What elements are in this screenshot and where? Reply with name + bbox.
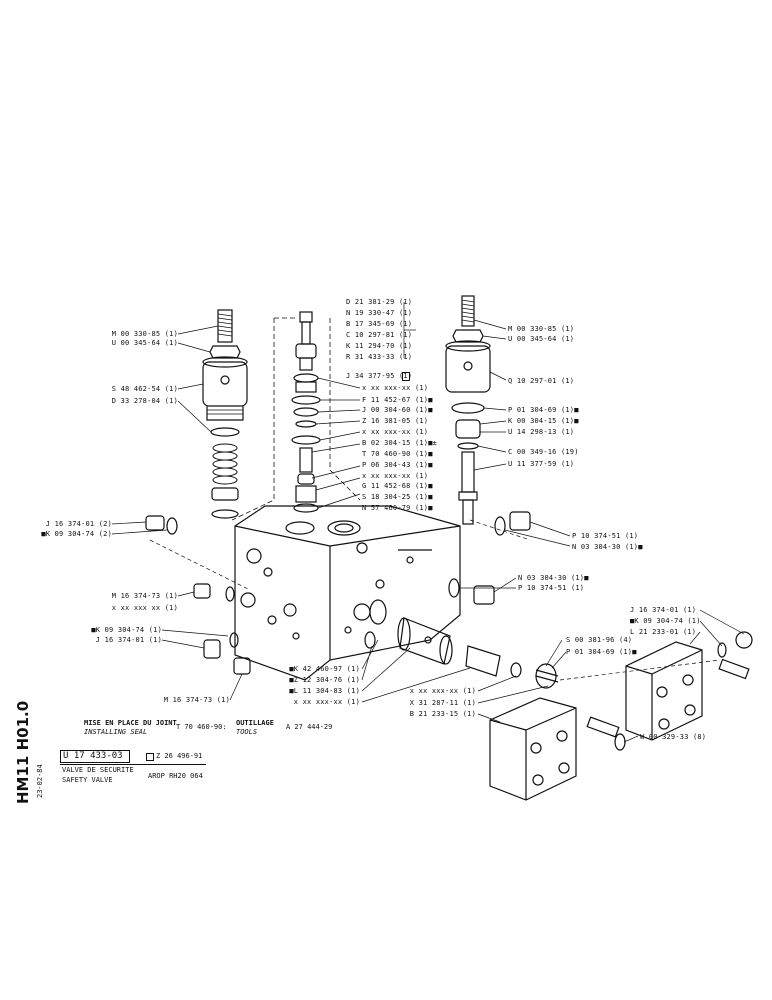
- label-part-k00: K 00 304-15 (1)■: [508, 417, 579, 425]
- label-part-c10: C 10 297-81 (1): [346, 331, 413, 339]
- label-part-n03-b: N 03 304-30 (1)■: [518, 574, 589, 582]
- label-part-p01-lower: P 01 304-69 (1)■: [566, 648, 637, 656]
- install-seal-ref: T 70 460-90:: [176, 723, 227, 731]
- label-part-u00: U 00 345-64 (1): [111, 339, 178, 347]
- doc-code: HM11 H01.0: [14, 700, 32, 804]
- label-part-s18: S 18 304-25 (1)■: [362, 493, 433, 501]
- label-part-n03-a: N 03 304-30 (1)■: [572, 543, 643, 551]
- label-part-xx-3: x xx xxx-xx (1): [362, 472, 429, 480]
- vertical-doc-code: HM11 H01.0: [14, 701, 34, 804]
- right-valve-assembly: [445, 295, 491, 525]
- label-part-k09-right: ■K 09 304-74 (1): [630, 617, 701, 625]
- label-part-xx-lower-2: x xx xxx-xx (1): [409, 687, 476, 695]
- label-part-m16-b: M 16 374-73 (1): [163, 696, 230, 704]
- dash-axis-lines: [149, 519, 721, 681]
- label-part-g11: G 11 452-68 (1)■: [362, 482, 433, 490]
- label-part-p01: P 01 304-69 (1)■: [508, 406, 579, 414]
- label-part-s00: S 00 381-96 (4): [566, 636, 633, 644]
- label-part-l11: ■L 11 304-83 (1): [289, 687, 360, 695]
- label-part-p06: P 06 304-43 (1)■: [362, 461, 433, 469]
- label-part-u11: U 11 377-59 (1): [508, 460, 575, 468]
- label-part-s48: S 48 462-54 (1): [111, 385, 178, 393]
- label-part-xx-1: x xx xxx-xx (1): [362, 384, 429, 392]
- tools-fr: OUTILLAGE: [236, 719, 274, 727]
- label-part-w00: W 00 329-33 (8): [640, 733, 707, 741]
- label-part-l21: L 21 233-01 (1): [630, 628, 697, 636]
- left-valve-assembly: [202, 309, 248, 519]
- install-seal-fr: MISE EN PLACE DU JOINT: [84, 719, 177, 727]
- label-part-k42: ■K 42 460-97 (1): [289, 665, 360, 673]
- label-part-n57: N 57 460-79 (1)■: [362, 504, 433, 512]
- label-part-z12: ■Z 12 304-76 (1): [289, 676, 360, 684]
- label-part-f11: F 11 452-67 (1)■: [362, 396, 433, 404]
- label-part-n19: N 19 330-47 (1): [346, 309, 413, 317]
- label-part-u00-right: U 00 345-64 (1): [508, 335, 575, 343]
- label-part-p10-a: P 10 374-51 (1): [572, 532, 639, 540]
- label-part-k11: K 11 294-70 (1): [346, 342, 413, 350]
- boxed-marker: [402, 372, 410, 381]
- side-plugs: [145, 511, 531, 675]
- label-part-j00: J 00 304-60 (1)■: [362, 406, 433, 414]
- install-seal-en: INSTALLING SEAL: [84, 728, 148, 736]
- label-part-b17: B 17 345-69 (1): [346, 320, 413, 328]
- label-part-d33: D 33 278-04 (1): [111, 397, 178, 405]
- label-part-u14: U 14 298-13 (1): [508, 428, 575, 436]
- label-part-m16-a: M 16 374-73 (1): [111, 592, 178, 600]
- manifold-block: [234, 505, 461, 681]
- label-part-j16-a: J 16 374-01 (2): [45, 520, 112, 528]
- model-code: AROP RH20 064: [148, 772, 203, 780]
- label-part-t70: T 70 460-90 (1)■: [362, 450, 433, 458]
- label-part-b02: B 02 304-15 (1)■±: [362, 439, 438, 447]
- label-part-r31: R 31 433-33 (1): [346, 353, 413, 361]
- label-part-m00-right: M 00 330-85 (1): [508, 325, 575, 333]
- label-part-xx-lower: x xx xxx-xx (1): [293, 698, 360, 706]
- tools-en: TOOLS: [236, 728, 258, 736]
- label-part-k09-a: ■K 09 304-74 (2): [41, 530, 112, 538]
- label-part-c00: C 00 349-16 (19): [508, 448, 579, 456]
- label-part-m00: M 00 330-85 (1): [111, 330, 178, 338]
- leader-lines: [111, 302, 745, 743]
- label-part-d21: D 21 381-29 (1): [346, 298, 413, 306]
- alt-ref-checkbox: [146, 753, 154, 761]
- label-part-k09-b: ■K 09 304-74 (1): [91, 626, 162, 634]
- label-part-q10: Q 10 297-01 (1): [508, 377, 575, 385]
- part-number: U 17 433-03: [63, 751, 123, 761]
- vertical-date-wrap: 23-02-84: [36, 740, 48, 800]
- lower-spool-parts: [364, 599, 559, 689]
- doc-date: 23-02-84: [36, 764, 44, 798]
- label-part-z16: Z 16 381-05 (1): [362, 417, 429, 425]
- alt-ref: Z 26 496-91: [156, 752, 203, 760]
- end-plates: [489, 631, 753, 801]
- label-part-j16-right: J 16 374-01 (1): [630, 606, 697, 614]
- desc-en: SAFETY VALVE: [62, 776, 113, 784]
- title-divider: [60, 764, 206, 765]
- label-part-p10-b: P 10 374-51 (1): [518, 584, 585, 592]
- label-part-xx-left: x xx xxx xx (1): [111, 604, 178, 612]
- tools-ref: A 27 444-29: [286, 723, 333, 731]
- desc-fr: VALVE DE SECURITE: [62, 766, 134, 774]
- label-part-j34: J 34 377-95 (1): [346, 372, 413, 380]
- label-part-x31: X 31 287-11 (1): [409, 699, 476, 707]
- label-part-xx-2: x xx xxx-xx (1): [362, 428, 429, 436]
- center-cartridge-stack: [231, 311, 361, 521]
- part-number-box: U 17 433-03: [60, 750, 130, 763]
- label-part-j16-b: J 16 374-01 (1): [95, 636, 162, 644]
- label-part-b21: B 21 233-15 (1): [409, 710, 476, 718]
